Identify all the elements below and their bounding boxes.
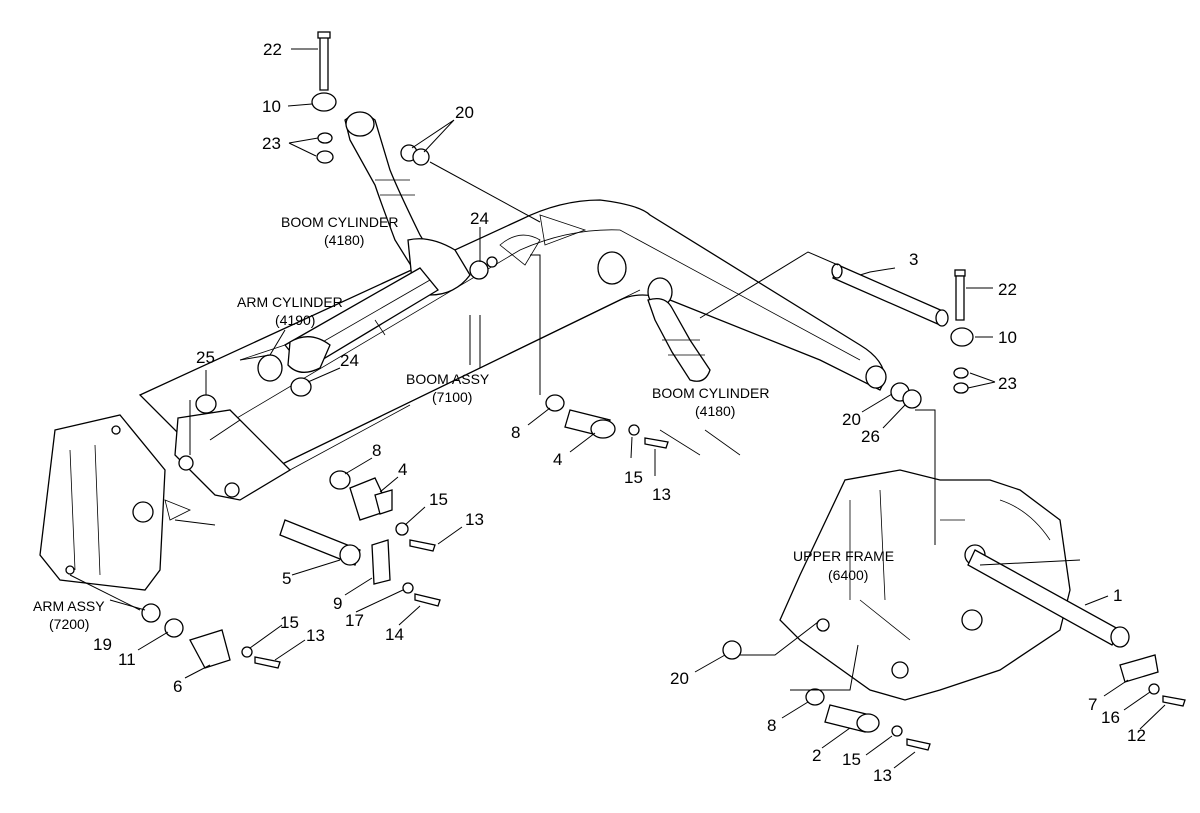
callout-19: 19 — [93, 635, 112, 654]
label-arm-cylinder: ARM CYLINDER — [237, 294, 343, 310]
callout-16: 16 — [1101, 708, 1120, 727]
callout-20: 20 — [842, 410, 861, 429]
label-boom-cylinder-mid: BOOM CYLINDER — [652, 385, 769, 401]
callout-15: 15 — [624, 468, 643, 487]
callout-24: 24 — [470, 209, 489, 228]
label-upper-frame-code: (6400) — [828, 567, 868, 583]
callout-11: 11 — [118, 650, 136, 669]
callout-8: 8 — [511, 423, 520, 442]
callout-6: 6 — [173, 677, 182, 696]
callout-4: 4 — [553, 450, 562, 469]
callout-5: 5 — [282, 569, 291, 588]
callout-23: 23 — [262, 134, 281, 153]
boom-cylinder-top — [344, 111, 471, 296]
callout-4: 4 — [398, 460, 407, 479]
callout-17: 17 — [345, 611, 364, 630]
assembly-labels: BOOM CYLINDER (4180) ARM CYLINDER (4190)… — [33, 214, 894, 632]
label-upper-frame: UPPER FRAME — [793, 548, 894, 564]
callout-2: 2 — [812, 746, 821, 765]
callout-9: 9 — [333, 594, 342, 613]
label-boom-assy-code: (7100) — [432, 389, 472, 405]
arm-cylinder — [239, 267, 439, 382]
callout-7: 7 — [1088, 695, 1097, 714]
callout-20: 20 — [455, 103, 474, 122]
label-boom-cylinder-mid-code: (4180) — [695, 403, 735, 419]
callout-10: 10 — [998, 328, 1017, 347]
hardware — [141, 31, 1186, 751]
callout-14: 14 — [385, 625, 404, 644]
label-boom-cylinder-top: BOOM CYLINDER — [281, 214, 398, 230]
arm-assembly — [39, 404, 411, 591]
callout-25: 25 — [196, 348, 215, 367]
callout-8: 8 — [767, 716, 776, 735]
callout-22: 22 — [263, 40, 282, 59]
callout-13: 13 — [652, 485, 671, 504]
callout-15: 15 — [842, 750, 861, 769]
callout-13: 13 — [465, 510, 484, 529]
upper-frame — [779, 469, 1071, 701]
callout-13: 13 — [873, 766, 892, 785]
callout-20: 20 — [670, 669, 689, 688]
label-arm-assy: ARM ASSY — [33, 598, 105, 614]
part-callouts: 22 10 23 20 24 25 24 8 4 15 13 5 9 17 14… — [93, 40, 1146, 785]
callout-8: 8 — [372, 441, 381, 460]
label-arm-cylinder-code: (4190) — [275, 312, 315, 328]
callout-23: 23 — [998, 374, 1017, 393]
boom-cylinder-mid — [647, 297, 741, 456]
callout-22: 22 — [998, 280, 1017, 299]
callout-13: 13 — [306, 626, 325, 645]
callout-24: 24 — [340, 351, 359, 370]
label-boom-cylinder-top-code: (4180) — [324, 232, 364, 248]
callout-1: 1 — [1113, 586, 1122, 605]
boom-assembly — [138, 199, 887, 471]
leader-lines — [69, 48, 1166, 769]
callout-15: 15 — [429, 490, 448, 509]
callout-15: 15 — [280, 613, 299, 632]
label-boom-assy: BOOM ASSY — [406, 371, 490, 387]
callout-3: 3 — [909, 250, 918, 269]
callout-10: 10 — [262, 97, 281, 116]
label-arm-assy-code: (7200) — [49, 616, 89, 632]
callout-26: 26 — [861, 427, 880, 446]
callout-12: 12 — [1127, 726, 1146, 745]
